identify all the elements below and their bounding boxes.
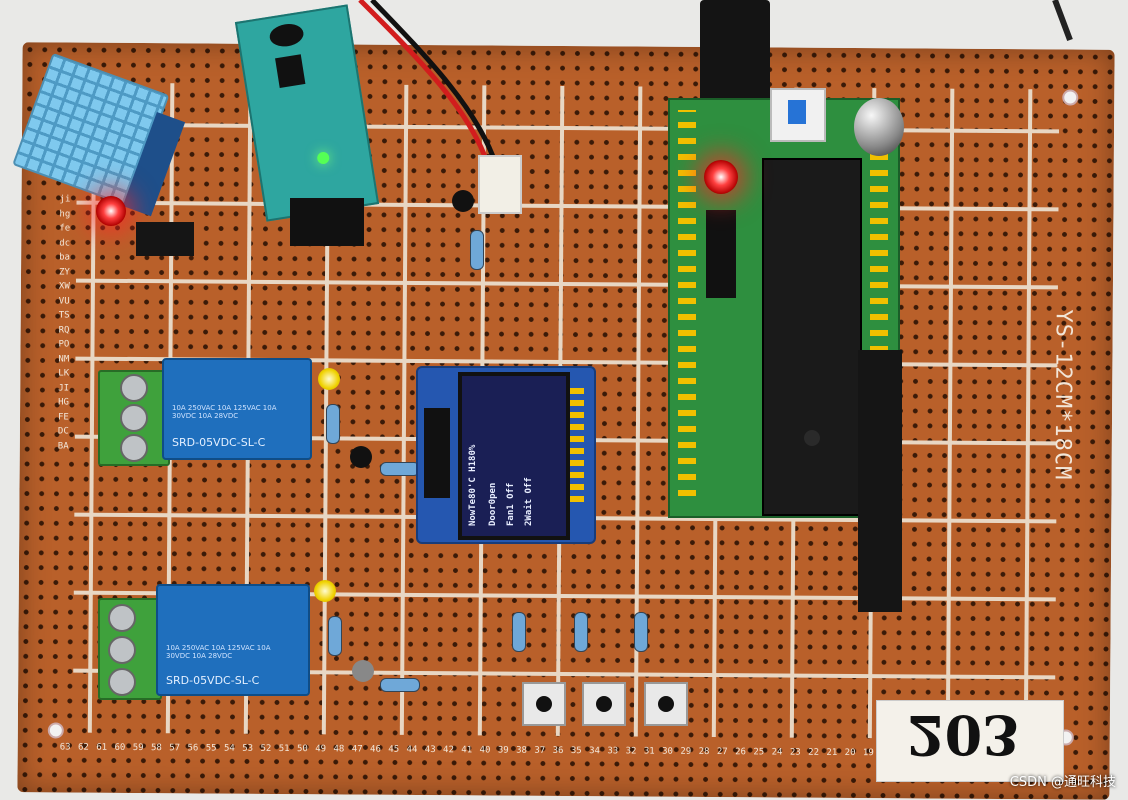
capacitor-icon [854, 98, 904, 156]
led-icon [316, 151, 331, 165]
oled-pins [570, 388, 584, 508]
pin-row-left [678, 110, 696, 506]
terminal-block [98, 598, 162, 700]
screw-icon [120, 404, 148, 432]
resistor-icon [380, 462, 420, 476]
button-cap [536, 696, 552, 712]
resistor-icon [326, 404, 340, 444]
resistor-icon [470, 230, 484, 270]
push-button-icon [522, 682, 566, 726]
transistor-icon [352, 660, 374, 682]
screw-icon [108, 636, 136, 664]
relay-icon: 10A 250VAC 10A 125VAC 10A 30VDC 10A 28VD… [156, 584, 310, 696]
relay-rating: 10A 250VAC 10A 125VAC 10A 30VDC 10A 28VD… [166, 644, 271, 660]
resistor-icon [512, 612, 526, 652]
button-cap [596, 696, 612, 712]
oled-line-1: NowTe80'C H180% [468, 444, 478, 526]
trimmer-icon [268, 21, 306, 49]
resistor-icon [380, 678, 420, 692]
relay-icon: 10A 250VAC 10A 125VAC 10A 30VDC 10A 28VD… [162, 358, 312, 460]
cable [1052, 0, 1073, 42]
oled-screen: NowTe80'C H180% Door0pen Fan1 Off 2Wait … [458, 372, 570, 540]
oled-line-3: Fan1 Off [506, 482, 516, 526]
resistor-icon [634, 612, 648, 652]
female-header [858, 350, 902, 612]
oled-line-2: Door0pen [488, 482, 498, 526]
black-wire [370, 0, 499, 166]
terminal-block [98, 370, 170, 466]
screw-icon [120, 434, 148, 462]
switch-toggle [788, 100, 806, 124]
screw-icon [108, 604, 136, 632]
led-icon [96, 196, 126, 226]
transistor-icon [452, 190, 474, 212]
handwritten-note: 203 [876, 700, 1064, 782]
relay-label: SRD-05VDC-SL-C [166, 674, 260, 687]
note-text: 203 [907, 703, 1020, 767]
led-icon [704, 160, 738, 194]
mcu-chip [762, 158, 862, 516]
power-switch [770, 88, 826, 142]
jst-connector [478, 155, 522, 214]
screw-icon [108, 668, 136, 696]
pin-header [136, 222, 194, 256]
screw-icon [120, 374, 148, 402]
transistor-icon [350, 446, 372, 468]
red-wire [358, 0, 491, 166]
pin-header [290, 198, 364, 246]
watermark: CSDN @通旺科技 [1009, 775, 1116, 790]
led-icon [318, 368, 340, 390]
chip-notch [804, 430, 820, 446]
button-cap [658, 696, 674, 712]
push-button-icon [644, 682, 688, 726]
resistor-icon [328, 616, 342, 656]
oled-display-icon: NowTe80'C H180% Door0pen Fan1 Off 2Wait … [416, 366, 596, 544]
relay-label: SRD-05VDC-SL-C [172, 436, 266, 449]
resistor-icon [574, 612, 588, 652]
oled-line-4: 2Wait Off [524, 477, 534, 526]
ic-chip [275, 54, 306, 88]
pin-header [706, 210, 736, 298]
push-button-icon [582, 682, 626, 726]
led-icon [314, 580, 336, 602]
ribbon-connector [424, 408, 450, 498]
relay-rating: 10A 250VAC 10A 125VAC 10A 30VDC 10A 28VD… [172, 404, 277, 420]
